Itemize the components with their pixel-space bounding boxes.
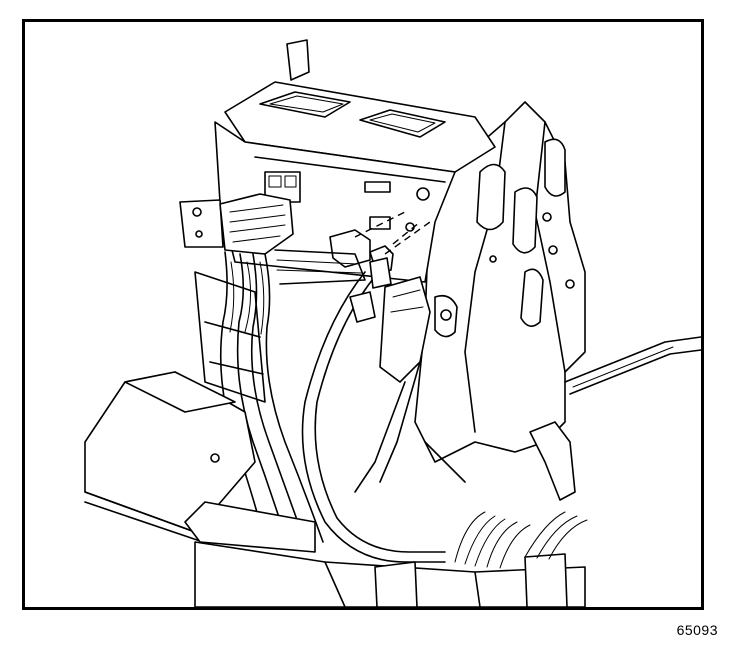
figure-number: 65093: [676, 622, 718, 638]
side-connector: [354, 276, 458, 493]
instrument-panel-carrier: [84, 336, 701, 607]
illustration-frame: [22, 19, 704, 610]
radio-removal-line-drawing: [84, 39, 701, 607]
mounting-bracket: [414, 101, 586, 501]
antenna-cable: [301, 257, 446, 563]
wire-harness: [219, 249, 366, 543]
